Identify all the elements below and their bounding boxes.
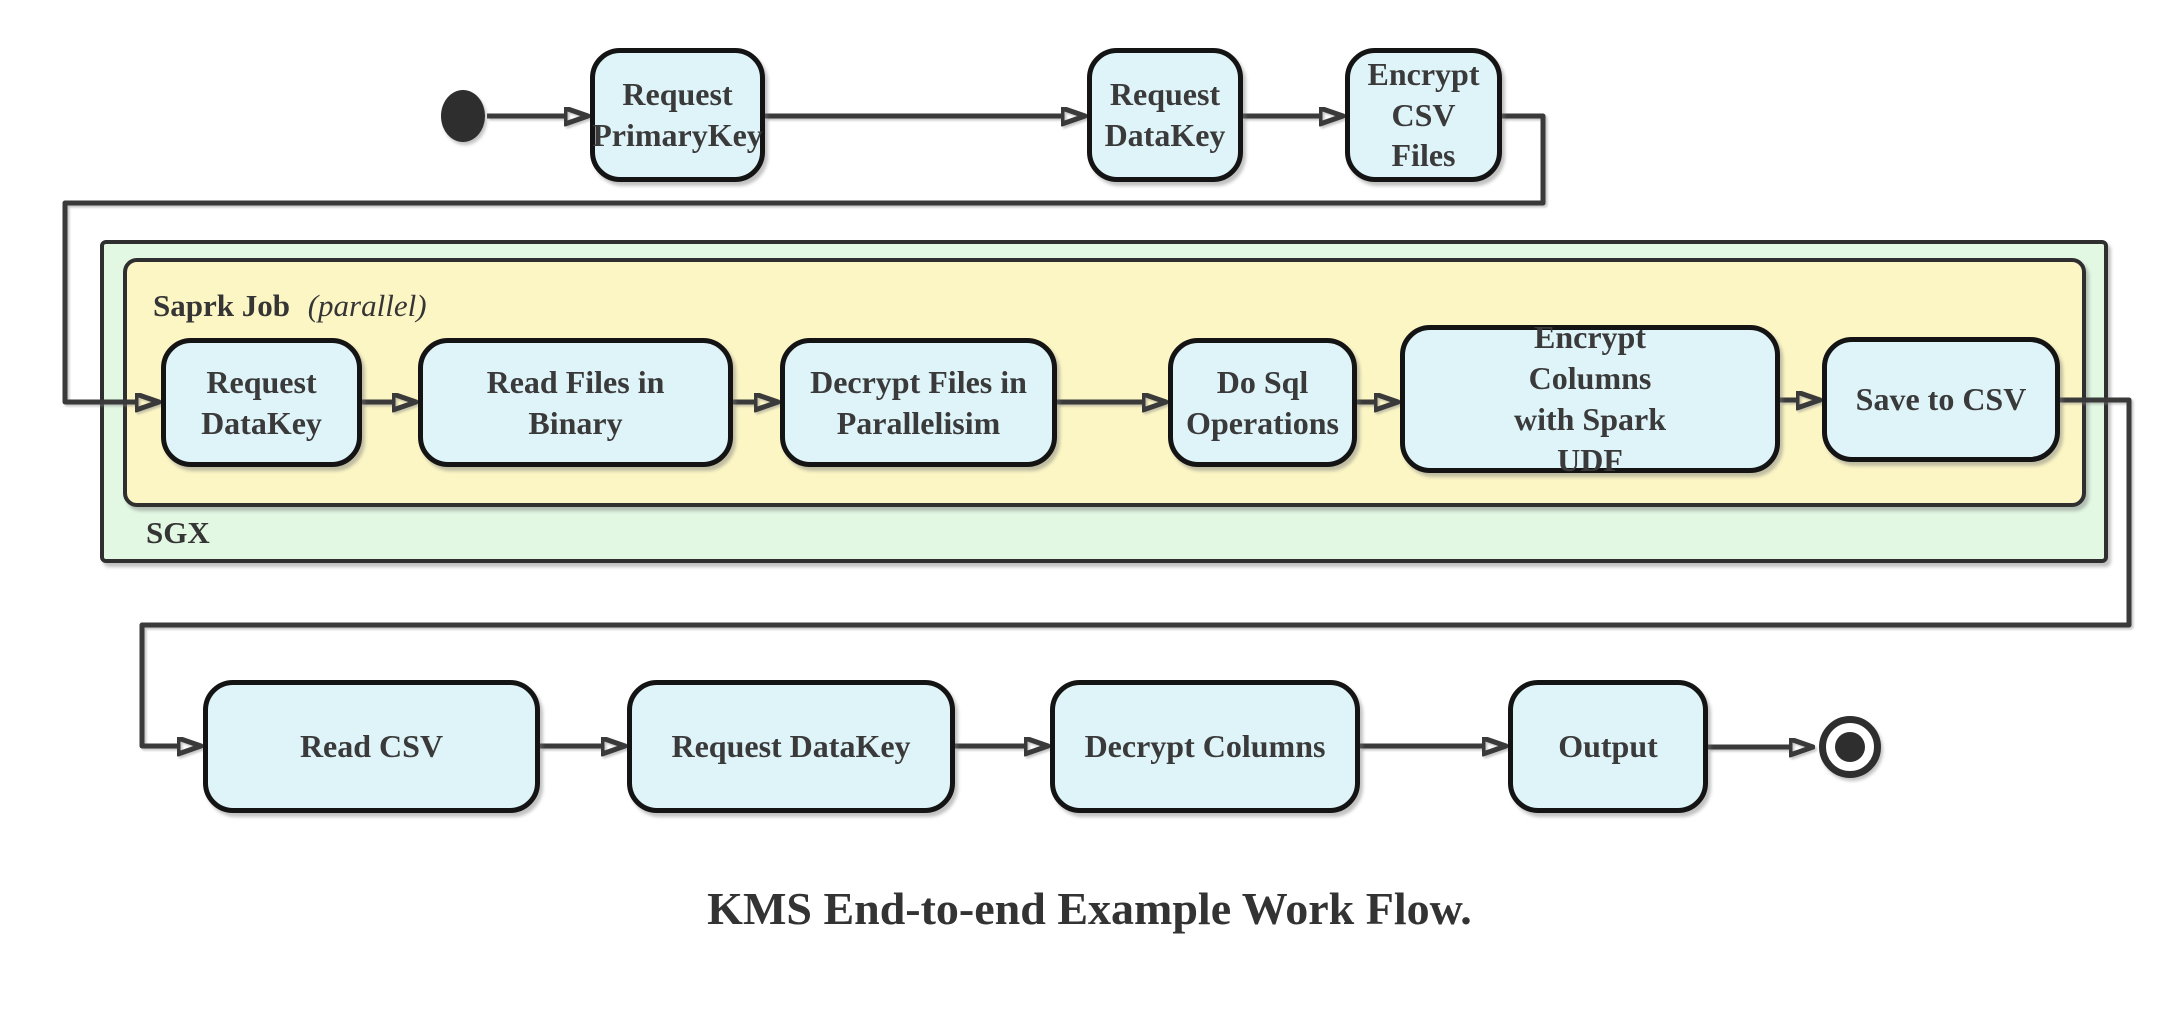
spark-job-label: Saprk Job (parallel) bbox=[153, 288, 427, 324]
node-save-to-csv: Save to CSV bbox=[1822, 337, 2060, 462]
node-read-csv: Read CSV bbox=[203, 680, 540, 813]
edge-save-csv-to-read-csv bbox=[139, 397, 2132, 746]
start-node bbox=[441, 90, 485, 142]
diagram-caption: KMS End-to-end Example Work Flow. bbox=[707, 883, 1472, 934]
spark-job-qualifier: (parallel) bbox=[307, 288, 427, 323]
node-request-primarykey: Request PrimaryKey bbox=[590, 48, 765, 182]
node-encrypt-csv-files: Encrypt CSV Files bbox=[1345, 48, 1502, 182]
node-do-sql-operations: Do Sql Operations bbox=[1168, 338, 1357, 467]
node-request-datakey-top: Request DataKey bbox=[1087, 48, 1243, 182]
node-output: Output bbox=[1508, 680, 1708, 813]
spark-job-title: Saprk Job bbox=[153, 288, 290, 323]
node-decrypt-columns: Decrypt Columns bbox=[1050, 680, 1360, 813]
node-spark-request-datakey: Request DataKey bbox=[161, 338, 362, 467]
sgx-label: SGX bbox=[146, 515, 210, 550]
node-decrypt-files-in-parallelisim: Decrypt Files in Parallelisim bbox=[780, 338, 1057, 467]
node-read-files-in-binary: Read Files in Binary bbox=[418, 338, 733, 467]
end-node-dot bbox=[1835, 732, 1865, 762]
edge-encrypt-csv-files-to-spark-request-datakey bbox=[62, 113, 1546, 402]
node-request-datakey-bottom: Request DataKey bbox=[627, 680, 955, 813]
end-node bbox=[1819, 716, 1881, 778]
node-encrypt-columns-spark-udf: Encrypt Columns with Spark UDF bbox=[1400, 319, 1780, 478]
